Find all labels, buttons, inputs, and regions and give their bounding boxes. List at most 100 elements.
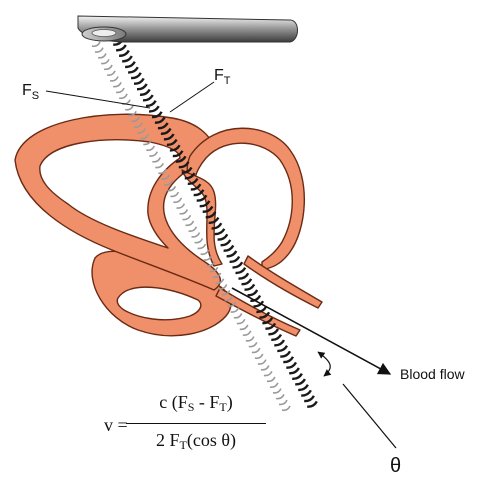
transmitted-wave-mark (184, 172, 196, 180)
transmitted-wave-mark (262, 317, 274, 325)
transmitted-wave-mark (116, 44, 127, 52)
scattered-wave-mark (278, 399, 288, 406)
scattered-wave-mark (112, 82, 122, 88)
ft-label: FT (214, 67, 231, 87)
scattered-wave-mark (149, 151, 159, 157)
transmitted-wave-mark (214, 228, 226, 236)
transmitted-wave-mark (154, 116, 166, 124)
transmitted-wave-mark (131, 72, 142, 80)
scattered-wave-mark (209, 266, 219, 273)
equation-numerator: c (FS - FT) (159, 392, 233, 414)
scattered-wave-mark (257, 359, 267, 365)
scattered-wave-mark (158, 168, 168, 175)
transmitted-wave-mark (178, 161, 190, 169)
scattered-wave-mark (115, 87, 125, 94)
transmitted-wave-mark (268, 328, 280, 336)
transmitted-wave-mark (298, 384, 309, 392)
scattered-wave-mark (155, 162, 165, 169)
scattered-wave-mark (254, 353, 264, 360)
transmitted-wave-mark (220, 239, 232, 247)
scattered-wave-mark (194, 238, 204, 244)
doppler-equation: v = c (FS - FT) 2 FT(cos θ) (96, 390, 266, 470)
scattered-wave-mark (106, 70, 116, 76)
transmitted-wave-mark (277, 345, 289, 353)
vessel-leaflet-upper (243, 255, 323, 309)
scattered-wave-mark (281, 405, 291, 412)
equation-lhs: v = (104, 415, 128, 435)
transmitted-wave-mark (280, 350, 292, 358)
transmitted-wave-mark (136, 83, 148, 91)
scattered-wave-mark (239, 324, 249, 331)
transmitted-wave-mark (289, 367, 300, 375)
scattered-wave-mark (94, 47, 104, 53)
transmitted-wave-mark (283, 356, 295, 364)
transmitted-wave-mark (304, 395, 315, 403)
transmitted-wave-mark (172, 150, 184, 158)
transmitted-wave-mark (301, 389, 312, 397)
scattered-wave-mark (167, 186, 177, 192)
transmitted-wave-mark (223, 244, 235, 252)
scattered-wave-mark (152, 157, 162, 163)
transmitted-wave-mark (307, 400, 318, 408)
scattered-wave-mark (212, 272, 222, 279)
transmitted-wave-mark (148, 105, 160, 113)
scattered-wave-mark (266, 376, 276, 383)
transmitted-beam-ft (113, 38, 318, 408)
transmitted-wave-mark (145, 100, 157, 108)
transmitted-wave-mark (187, 177, 199, 186)
scattered-wave-mark (263, 370, 273, 377)
scattered-wave-mark (230, 307, 240, 313)
heart-upper-lobe (14, 113, 222, 291)
transmitted-wave-mark (235, 267, 247, 275)
transmitted-wave-mark (250, 294, 262, 303)
scattered-wave-mark (236, 318, 246, 325)
scattered-wave-mark (143, 139, 153, 146)
transmitted-wave-mark (286, 361, 298, 369)
scattered-wave-mark (206, 261, 216, 267)
scattered-wave-mark (119, 93, 128, 100)
scattered-wave-mark (245, 336, 255, 342)
transmitted-wave-mark (128, 66, 139, 74)
scattered-wave-mark (275, 394, 285, 400)
transmitted-wave-mark (122, 55, 133, 63)
scattered-wave-mark (97, 53, 107, 59)
transmitted-wave-mark (163, 133, 175, 141)
transmitted-wave-mark (232, 261, 244, 269)
equation-fraction-bar (126, 423, 266, 424)
transmitted-wave-mark (208, 216, 220, 225)
scattered-wave-mark (164, 180, 174, 186)
transmitted-wave-mark (259, 311, 271, 319)
scattered-wave-mark (203, 255, 213, 261)
heart-right-loop (186, 127, 306, 271)
heart-illustration (14, 113, 323, 337)
scattered-wave-mark (170, 191, 180, 198)
scattered-wave-mark (173, 197, 183, 204)
scattered-wave-mark (161, 174, 171, 180)
transmitted-wave-mark (166, 138, 178, 147)
scattered-wave-mark (137, 128, 146, 134)
transmitted-wave-mark (190, 183, 202, 191)
scattered-wave-mark (91, 41, 101, 48)
transmitted-wave-mark (256, 306, 268, 314)
transmitted-wave-mark (133, 77, 145, 85)
transmitted-wave-mark (292, 372, 303, 381)
scattered-wave-mark (272, 388, 282, 394)
theta-pointer (342, 383, 397, 449)
scattered-wave-mark (176, 203, 186, 209)
scattered-wave-mark (248, 342, 258, 348)
transmitted-wave-mark (271, 333, 283, 342)
fs-label: FS (22, 82, 39, 102)
scattered-wave-mark (218, 284, 228, 290)
transmitted-wave-mark (199, 200, 211, 208)
transmitted-wave-mark (160, 127, 172, 135)
scattered-wave-mark (100, 58, 110, 65)
equation-denominator: 2 FT(cos θ) (156, 430, 236, 452)
transmitted-wave-mark (125, 61, 136, 69)
blood-flow-label: Blood flow (400, 366, 465, 382)
ft-leader-line (169, 81, 215, 113)
scattered-wave-mark (188, 226, 198, 232)
transmitted-wave-mark (196, 194, 208, 202)
fs-leader-line (45, 90, 151, 109)
transmitted-wave-mark (142, 94, 154, 102)
